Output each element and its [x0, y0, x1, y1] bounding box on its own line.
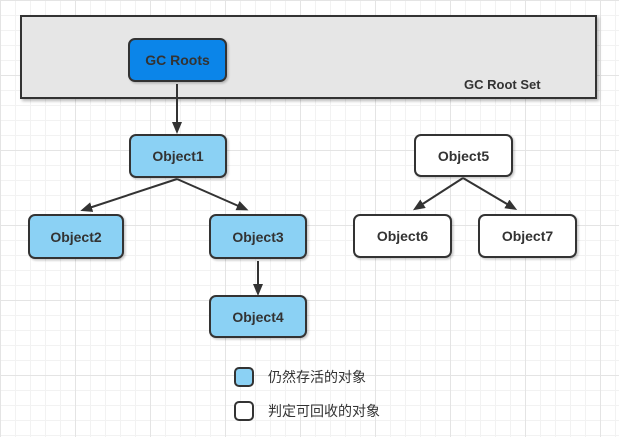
edge-object1-object2 — [80, 178, 178, 212]
node-object7-label: Object7 — [501, 228, 554, 244]
node-object7[interactable]: Object7 — [478, 214, 577, 258]
legend-label-recyclable: 判定可回收的对象 — [268, 403, 380, 419]
edge-object5-object6 — [412, 177, 464, 211]
legend-label-alive: 仍然存活的对象 — [268, 369, 366, 385]
gc-root-set-container[interactable]: GC Root Set — [20, 15, 597, 99]
node-object5[interactable]: Object5 — [414, 134, 513, 177]
node-object1[interactable]: Object1 — [129, 134, 227, 178]
node-object4[interactable]: Object4 — [209, 295, 307, 338]
node-object2-label: Object2 — [50, 228, 102, 245]
legend-item-alive: 仍然存活的对象 — [234, 367, 366, 387]
node-object5-label: Object5 — [437, 147, 490, 164]
edge-object5-object7 — [462, 177, 518, 211]
legend-item-recyclable: 判定可回收的对象 — [234, 401, 380, 421]
edge-object1-object3 — [176, 178, 249, 211]
legend-swatch-alive[interactable] — [234, 367, 254, 387]
node-object4-label: Object4 — [232, 308, 284, 325]
node-gc-roots[interactable]: GC Roots — [128, 38, 227, 82]
node-object6-label: Object6 — [376, 228, 429, 244]
gc-root-set-label: GC Root Set — [464, 77, 541, 92]
node-object3[interactable]: Object3 — [209, 214, 307, 259]
node-object1-label: Object1 — [152, 148, 204, 164]
legend-swatch-recyclable[interactable] — [234, 401, 254, 421]
node-object2[interactable]: Object2 — [28, 214, 124, 259]
node-object6[interactable]: Object6 — [353, 214, 452, 258]
node-gc-roots-label: GC Roots — [145, 52, 210, 68]
node-object3-label: Object3 — [232, 228, 284, 245]
